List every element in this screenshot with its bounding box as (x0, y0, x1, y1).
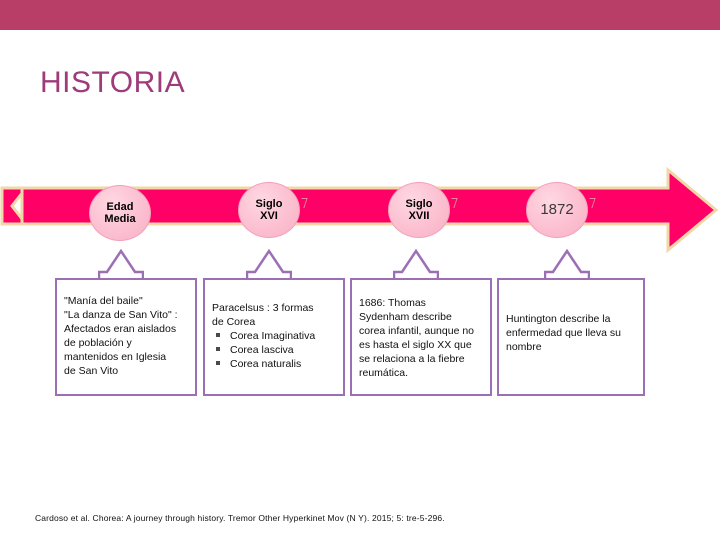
info-box-sydenham: 1686: Thomas Sydenham describe corea inf… (350, 278, 492, 396)
milestone-label: Siglo XVI (255, 197, 283, 222)
square-bullet-icon (216, 347, 220, 352)
list-item: Corea Imaginativa (212, 329, 336, 343)
info-text-line: nombre (506, 341, 542, 354)
milestone-siglo-xvi[interactable]: Siglo XVI (238, 182, 300, 238)
list-item: Corea lasciva (212, 343, 336, 357)
info-text-line: 1686: Thomas (359, 297, 426, 309)
info-text-line: Paracelsus : 3 formas (212, 302, 314, 314)
info-text-line: "La danza de San Vito" : (64, 309, 178, 322)
chorea-forms-list: Corea Imaginativa Corea lasciva Corea na… (212, 329, 336, 371)
list-item-label: Corea lasciva (230, 344, 294, 357)
info-text-line: de San Vito (64, 365, 119, 378)
list-item: Corea naturalis (212, 357, 336, 371)
info-text-line: de Corea (212, 316, 256, 329)
info-box-huntington: Huntington describe la enfermedad que ll… (497, 278, 645, 396)
info-text-line: de población y (64, 337, 132, 350)
connector-arrow-up-icon (543, 248, 591, 286)
info-box-paracelsus: Paracelsus : 3 formas de Corea Corea Ima… (203, 278, 345, 396)
milestone-label: 1872 (540, 200, 574, 218)
info-text-line: corea infantil, aunque no (359, 325, 475, 338)
list-item-label: Corea naturalis (230, 358, 302, 371)
list-item-label: Corea Imaginativa (230, 330, 316, 343)
info-text-line: es hasta el siglo XX que (359, 339, 472, 352)
milestone-siglo-xvii[interactable]: Siglo XVII (388, 182, 450, 238)
square-bullet-icon (216, 361, 220, 366)
square-bullet-icon (216, 333, 220, 338)
info-text-line: Afectados eran aislados (64, 323, 177, 336)
info-text-line: enfermedad que lleva su (506, 327, 621, 340)
info-text-line: se relaciona a la fiebre (359, 353, 465, 366)
info-text-line: "Manía del baile" (64, 295, 143, 307)
info-text-line: reumática. (359, 367, 409, 380)
connector-arrow-up-icon (392, 248, 440, 286)
milestone-edad-media[interactable]: Edad Media (89, 185, 151, 241)
milestone-label: Siglo XVII (405, 197, 433, 222)
info-text-line: Sydenham describe (359, 311, 452, 324)
top-banner-stripe (0, 0, 720, 30)
info-box-edad-media: "Manía del baile" "La danza de San Vito"… (55, 278, 197, 396)
connector-arrow-up-icon (97, 248, 145, 286)
milestone-label: Edad Media (104, 200, 136, 225)
info-text-line: mantenidos en Iglesia (64, 351, 167, 364)
citation-text: Cardoso et al. Chorea: A journey through… (35, 513, 445, 523)
page-title: HISTORIA (40, 66, 186, 99)
connector-arrow-up-icon (245, 248, 293, 286)
info-text-line: Huntington describe la (506, 313, 611, 325)
milestone-1872[interactable]: 1872 (526, 182, 588, 238)
